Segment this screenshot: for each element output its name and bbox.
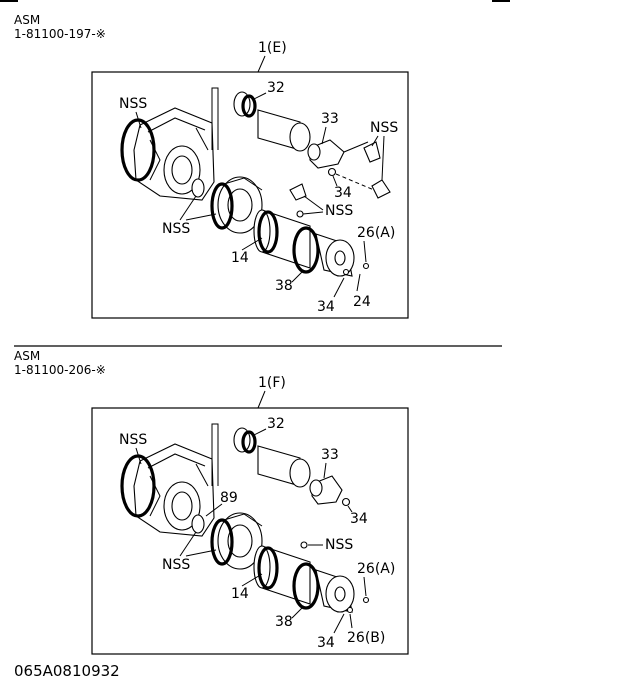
washer-26a-lower: [362, 596, 370, 604]
callout-24: 24: [353, 294, 371, 310]
callout-38-lower: 38: [275, 614, 293, 630]
callout-14: 14: [231, 250, 249, 266]
leader-nss-left-lower-b: [185, 549, 217, 557]
section-lower-header-label: ASM: [14, 349, 40, 363]
oring-yoke: [210, 182, 234, 230]
callout-33: 33: [321, 111, 339, 127]
leader-89: [205, 503, 223, 517]
housing-link-line: [211, 87, 219, 150]
oring-yoke-lower: [210, 518, 234, 566]
rear-cover-38-lower: [292, 562, 355, 613]
callout-26b-lower: 26(B): [347, 630, 385, 646]
part-33-lower: [309, 475, 343, 505]
armature-14-lower: [253, 545, 311, 605]
leader-34-upper-lower: [347, 505, 353, 513]
leader-32: [251, 92, 267, 101]
leader-nss-upper-left: [135, 111, 142, 129]
leader-nss-middle-b: [302, 211, 324, 215]
washer-34-upper-lower: [341, 497, 351, 507]
leader-nss-left-lower-a: [179, 531, 197, 557]
callout-nss-upper-right: NSS: [370, 120, 398, 136]
washer-26b-lower: [346, 606, 354, 614]
section-lower-assembly-label: 1(F): [258, 375, 286, 391]
callout-34-lower-lower: 34: [317, 635, 335, 651]
leader-nss-left-b: [185, 213, 217, 221]
section-upper-assembly-leader: [257, 55, 266, 73]
rear-cover-38: [292, 226, 355, 277]
leader-nss-upper-left-lower: [135, 447, 142, 465]
leader-14: [241, 237, 263, 251]
leader-33: [321, 126, 327, 145]
leader-nss-middle-a: [303, 195, 324, 211]
leader-34-upper: [332, 175, 338, 187]
part-32-lower: [233, 427, 311, 488]
leader-32-lower: [251, 428, 267, 437]
callout-nss-upper-left-lower: NSS: [119, 432, 147, 448]
callout-14-lower: 14: [231, 586, 249, 602]
leader-24: [356, 273, 361, 292]
section-lower-frame: [91, 407, 409, 655]
section-upper-header-code: 1-81100-197-※: [14, 27, 106, 41]
callout-nss-upper-left: NSS: [119, 96, 147, 112]
leader-nss-upper-right-a: [371, 135, 379, 147]
callout-32: 32: [267, 80, 285, 96]
leader-34-lower: [333, 277, 345, 298]
section-upper-header-label: ASM: [14, 13, 40, 27]
washer-34-upper: [327, 167, 337, 177]
callout-nss-left-lower: NSS: [162, 557, 190, 573]
part-33: [307, 139, 369, 169]
washer-middle-lower: [300, 541, 308, 549]
callout-89: 89: [220, 490, 238, 506]
callout-34-lower: 34: [317, 299, 335, 315]
leader-33-lower: [323, 462, 327, 479]
bolt-24: [342, 268, 350, 276]
leader-38-lower: [291, 605, 305, 619]
armature-14: [253, 209, 311, 269]
section-lower: ASM 1-81100-206-※ 1(F): [14, 349, 409, 655]
section-upper-frame: [91, 71, 409, 319]
callout-34-upper-lower: 34: [350, 511, 368, 527]
section-lower-header-code: 1-81100-206-※: [14, 363, 106, 377]
leader-14-lower: [241, 573, 263, 587]
leader-26b-lower: [349, 613, 353, 629]
callout-32-lower: 32: [267, 416, 285, 432]
section-upper: ASM 1-81100-197-※ 1(E): [14, 13, 409, 319]
leader-38: [291, 269, 305, 283]
washer-middle: [296, 210, 304, 218]
callout-34-upper: 34: [334, 185, 352, 201]
callout-33-lower: 33: [321, 447, 339, 463]
part-32: [233, 91, 311, 152]
leader-nss-left-a: [179, 195, 197, 221]
boot-middle: [289, 183, 307, 201]
leader-26a: [363, 240, 367, 263]
washer-26: [362, 262, 370, 270]
footer-code: 065A0810932: [14, 662, 120, 680]
leader-34-lower-lower: [333, 613, 345, 634]
boot-upper-right: [363, 141, 381, 163]
callout-26a: 26(A): [357, 225, 395, 241]
boot-lower-right: [371, 179, 391, 199]
housing-link-line-lower: [211, 423, 219, 486]
leader-26a-lower: [363, 576, 367, 597]
callout-26a-lower: 26(A): [357, 561, 395, 577]
housing-lower: [133, 443, 215, 537]
section-lower-assembly-leader: [257, 390, 266, 409]
callout-nss-middle: NSS: [325, 203, 353, 219]
housing: [133, 107, 215, 201]
callout-38: 38: [275, 278, 293, 294]
callout-nss-middle-lower: NSS: [325, 537, 353, 553]
callout-nss-left: NSS: [162, 221, 190, 237]
leader-nss-upper-right-b: [381, 135, 385, 181]
section-upper-assembly-label: 1(E): [258, 40, 287, 56]
